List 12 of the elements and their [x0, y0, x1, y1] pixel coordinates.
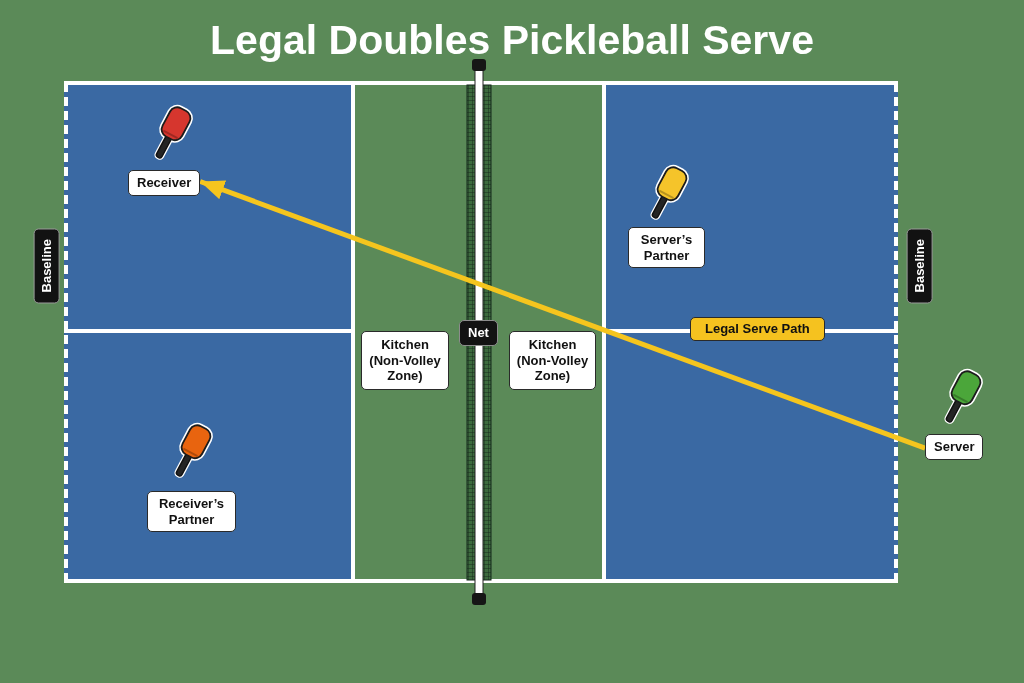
- net-tag: Net: [459, 320, 498, 346]
- player-label: Receiver: [128, 170, 201, 196]
- player-label: Receiver’s Partner: [147, 491, 236, 533]
- zone-label: Kitchen (Non-Volley Zone): [509, 331, 596, 390]
- player-label: Server: [925, 434, 984, 460]
- baseline-tag: Baseline: [34, 228, 60, 304]
- player-label: Server’s Partner: [628, 227, 705, 269]
- zone-label: Kitchen (Non-Volley Zone): [361, 331, 449, 390]
- arrow: [199, 179, 926, 451]
- baseline-tag: Baseline: [907, 228, 933, 304]
- diagram-title: Legal Doubles Pickleball Serve: [210, 16, 814, 65]
- path-tag: Legal Serve Path: [690, 317, 825, 341]
